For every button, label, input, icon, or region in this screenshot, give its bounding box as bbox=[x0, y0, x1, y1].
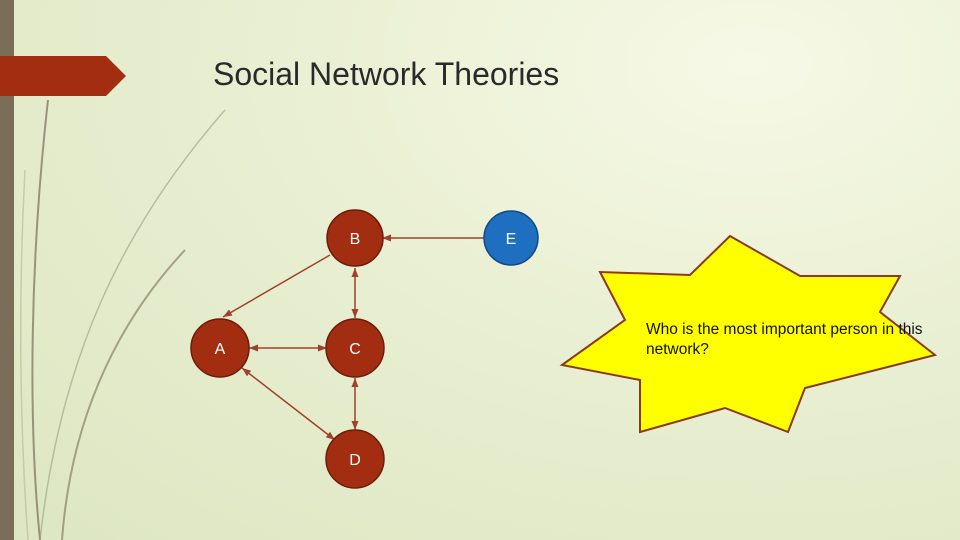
edge-a-d bbox=[241, 367, 336, 441]
node-b: B bbox=[326, 209, 384, 267]
node-a-label: A bbox=[215, 341, 226, 358]
edge-b-to-a bbox=[222, 254, 331, 318]
callout-burst bbox=[559, 234, 938, 434]
node-c: C bbox=[325, 318, 385, 378]
left-accent-bar bbox=[0, 0, 14, 540]
slide-title: Social Network Theories bbox=[213, 56, 560, 92]
node-d-label: D bbox=[349, 452, 361, 469]
title-accent-tab bbox=[0, 56, 126, 96]
decorative-swooshes bbox=[19, 99, 226, 540]
node-e-label: E bbox=[506, 231, 517, 248]
node-b-label: B bbox=[350, 231, 361, 248]
node-a: A bbox=[190, 318, 250, 378]
node-e: E bbox=[483, 210, 539, 266]
node-d: D bbox=[325, 429, 385, 489]
node-c-label: C bbox=[349, 341, 361, 358]
callout-text: Who is the most important person in this… bbox=[646, 321, 923, 358]
